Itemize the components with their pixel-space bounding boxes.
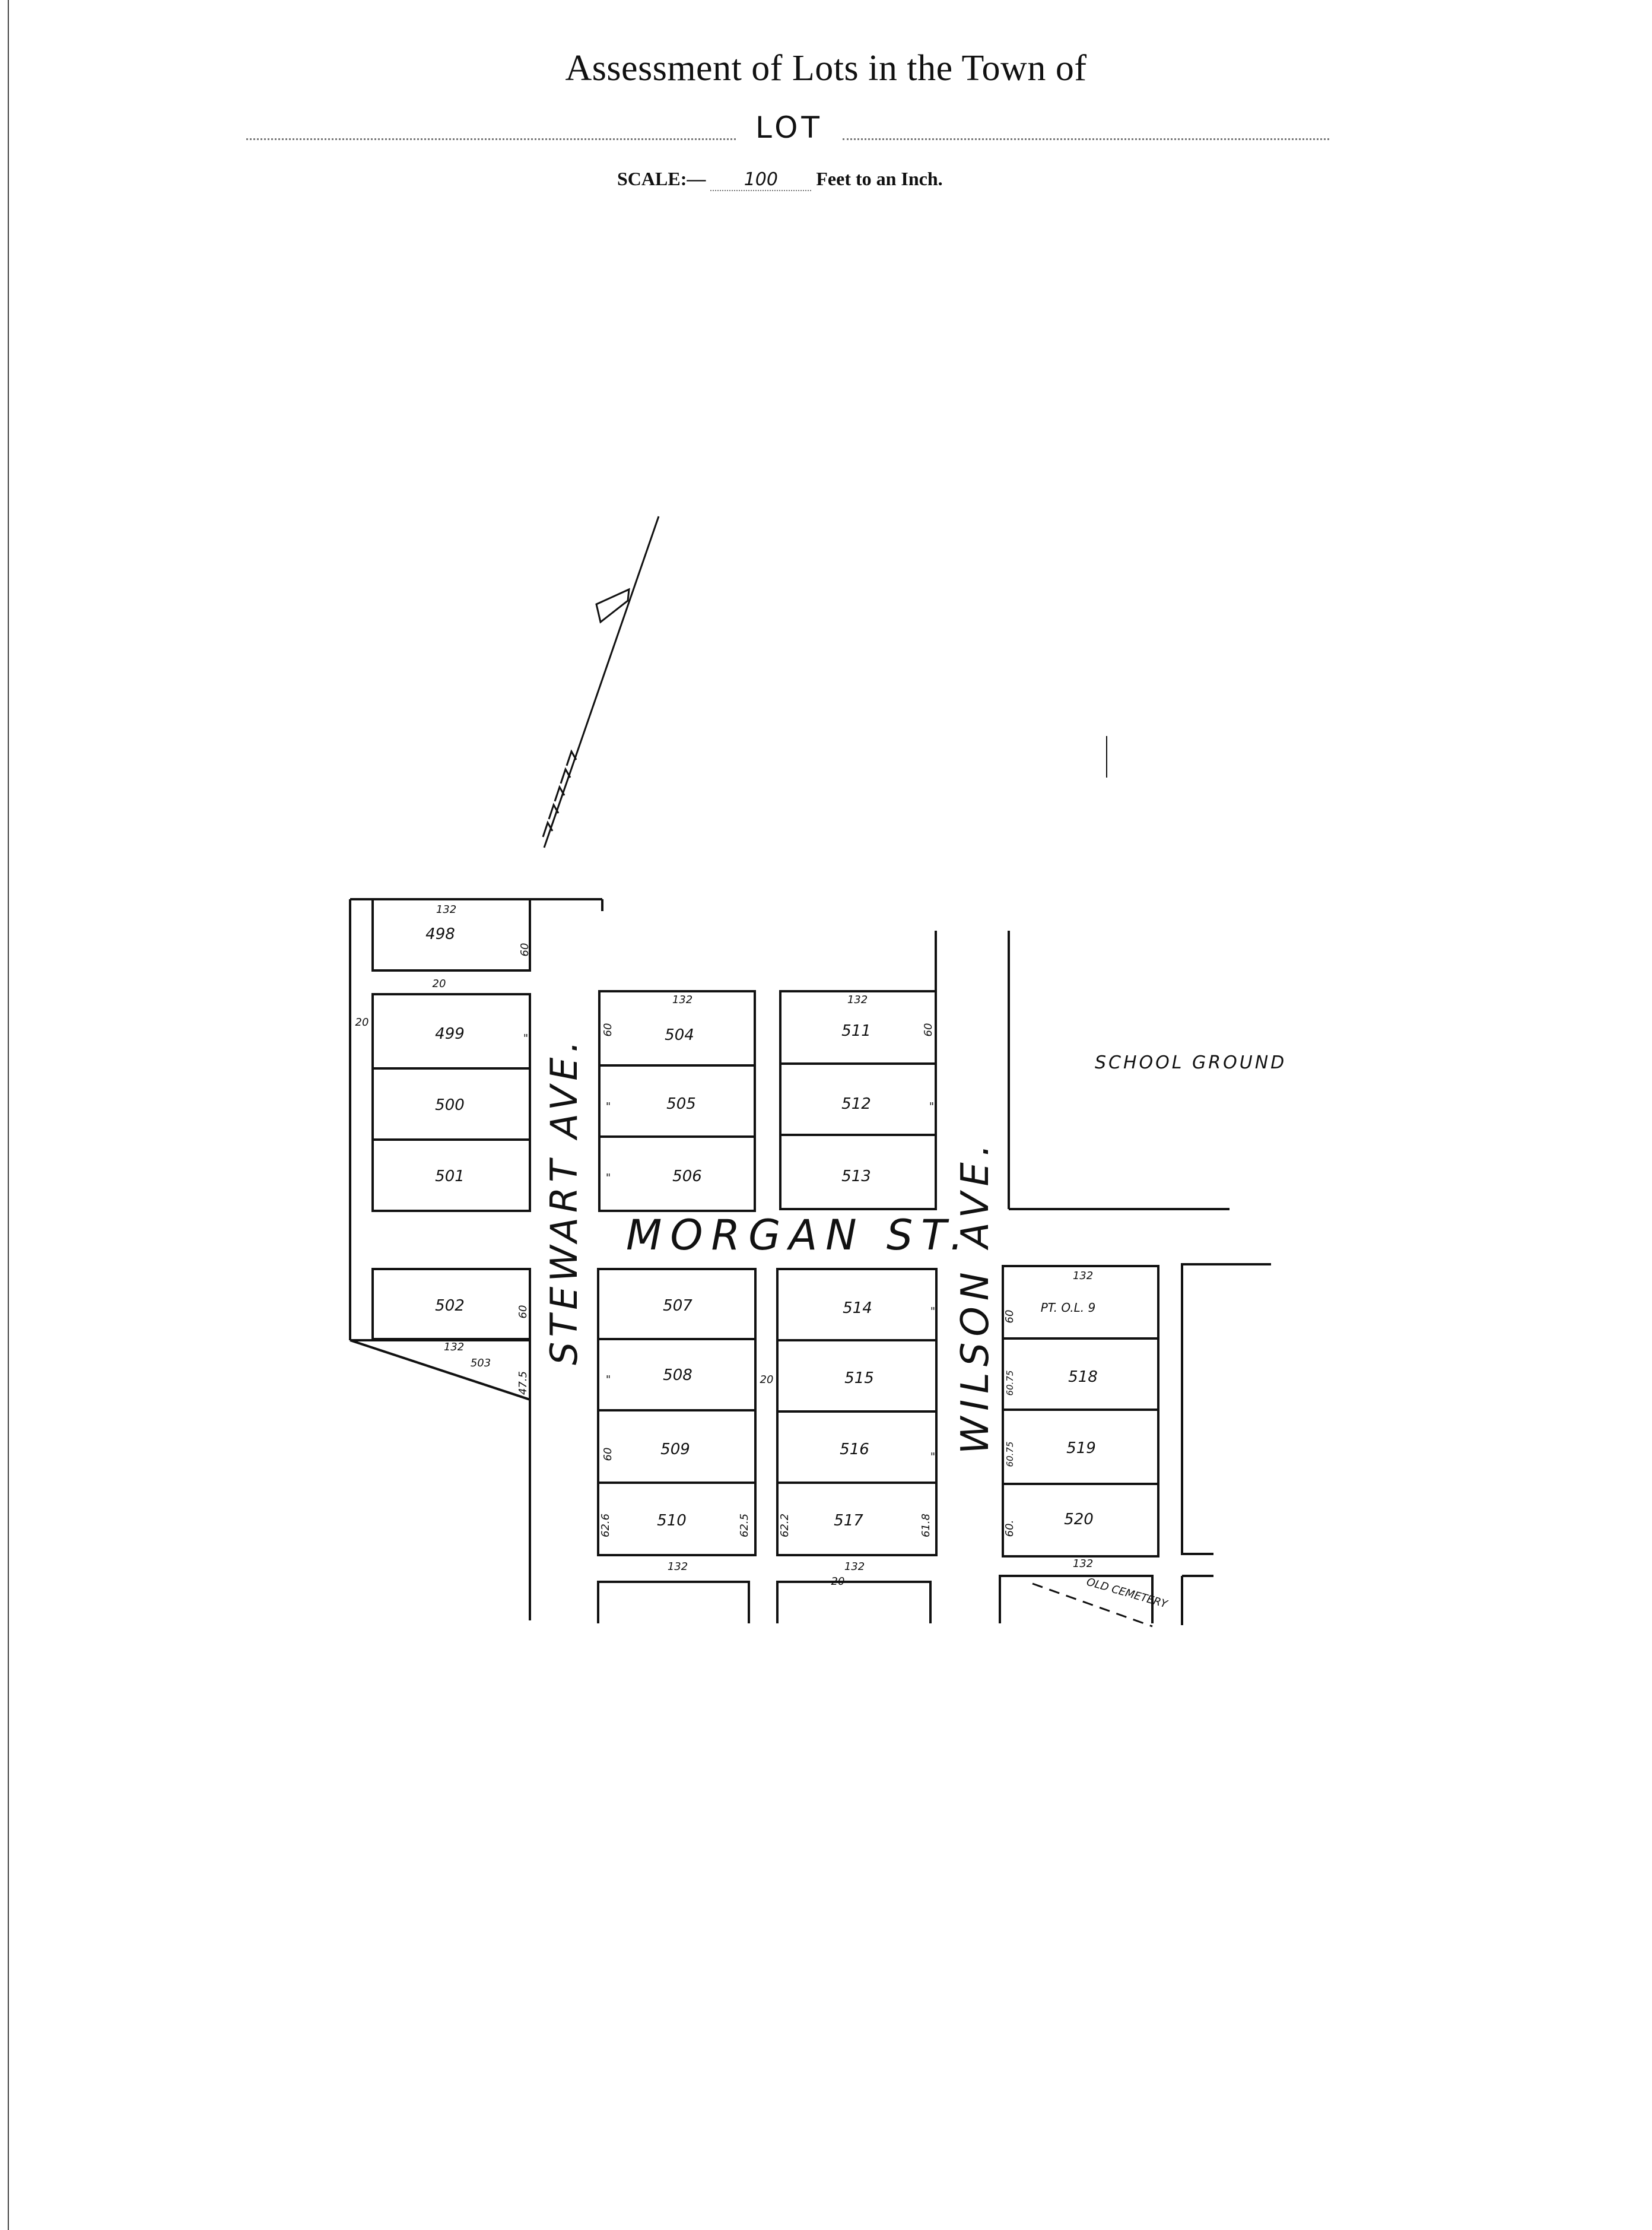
south-block-stub-1 — [597, 1581, 750, 1623]
dim-alley-side: 20 — [355, 1016, 369, 1029]
dim-ptol9-depth: 60 — [1003, 1310, 1016, 1324]
wilson-ave-label: WILSON AVE. — [954, 1138, 997, 1454]
lot-510-number: 510 — [657, 1512, 687, 1530]
dim-520-depth: 60. — [1003, 1520, 1016, 1537]
dim-520-width: 132 — [1073, 1557, 1093, 1570]
lot-516-number: 516 — [840, 1441, 869, 1458]
lot-498-number: 498 — [425, 925, 455, 943]
scale-line: SCALE:— 100 Feet to an Inch. — [617, 168, 943, 191]
north-arrow-shaft — [543, 516, 660, 848]
dim-alley-width: 20 — [433, 978, 446, 990]
lot-underline-right — [843, 138, 1329, 140]
dim-511-depth: 60 — [922, 1023, 935, 1037]
lot-500-number: 500 — [435, 1096, 465, 1114]
dim-519-depth: 60.75 — [1005, 1442, 1015, 1467]
dim-510-left: 62.6 — [599, 1514, 612, 1537]
dim-510-width: 132 — [668, 1560, 688, 1573]
lot-503-outline — [350, 1339, 531, 1401]
lot-502-number: 502 — [435, 1297, 465, 1315]
south-block-stub-3 — [999, 1575, 1154, 1623]
north-arrow-head — [595, 588, 630, 624]
lot-519-number: 519 — [1066, 1439, 1096, 1457]
dim-498-depth: 60 — [519, 943, 531, 957]
lot-501-outline — [371, 1138, 531, 1212]
dim-mid-alley: 20 — [760, 1373, 774, 1386]
dim-510-right: 62.5 — [738, 1514, 751, 1537]
lot-520-outline — [1002, 1483, 1159, 1557]
dim-517-left: 62.2 — [779, 1514, 791, 1537]
dim-504-depth: 60 — [602, 1023, 614, 1037]
lot-512-number: 512 — [841, 1095, 871, 1113]
lot-504-number: 504 — [665, 1026, 694, 1044]
page-title: Assessment of Lots in the Town of — [565, 48, 1087, 88]
dim-506-ditto: " — [606, 1172, 611, 1184]
lot-506-number: 506 — [672, 1168, 702, 1185]
dim-511-width: 132 — [847, 994, 868, 1006]
lot-499-number: 499 — [435, 1025, 465, 1043]
dim-502-depth: 60 — [517, 1305, 529, 1319]
dim-516-ditto: " — [930, 1451, 935, 1463]
south-block-stub-2 — [776, 1581, 932, 1623]
morgan-st-label: MORGAN ST. — [626, 1211, 971, 1260]
dim-504-width: 132 — [672, 994, 692, 1006]
lot-509-number: 509 — [660, 1441, 690, 1458]
lot-ptol9-label: PT. O.L. 9 — [1041, 1300, 1096, 1315]
lot-510-outline — [597, 1482, 757, 1556]
dim-509-depth: 60 — [602, 1448, 614, 1461]
lot-520-number: 520 — [1064, 1511, 1094, 1528]
stewart-ave-label: STEWART AVE. — [542, 1036, 586, 1365]
lot-503-number: 503 — [471, 1357, 491, 1369]
dim-503-width: 132 — [444, 1341, 464, 1353]
scale-value: 100 — [710, 169, 812, 191]
dim-south-alley: 20 — [831, 1575, 845, 1588]
scale-prefix: SCALE:— — [617, 168, 706, 189]
dim-499-ditto: " — [523, 1032, 528, 1045]
dim-517-right: 61.8 — [920, 1514, 932, 1537]
lot-501-number: 501 — [435, 1168, 465, 1185]
dim-518-depth: 60.75 — [1005, 1371, 1015, 1396]
lot-513-number: 513 — [841, 1168, 871, 1185]
lot-508-number: 508 — [663, 1366, 692, 1384]
dim-498-width: 132 — [436, 903, 456, 916]
lot-515-number: 515 — [844, 1369, 874, 1387]
lot-513-outline — [779, 1134, 937, 1210]
dim-508-ditto: " — [606, 1373, 611, 1386]
lot-label: LOT — [755, 110, 823, 145]
east-block-outline — [1181, 1263, 1271, 1555]
cemetery-dashed-line — [1032, 1582, 1153, 1628]
dim-503-depth: 47.5 — [517, 1371, 529, 1395]
dim-ptol9-width: 132 — [1073, 1270, 1093, 1282]
dim-512-ditto: " — [929, 1100, 934, 1113]
lot-517-outline — [776, 1482, 938, 1556]
lot-517-number: 517 — [834, 1512, 863, 1530]
dim-505-ditto: " — [606, 1100, 611, 1113]
lot-518-number: 518 — [1068, 1368, 1098, 1386]
lot-511-number: 511 — [841, 1022, 871, 1040]
lot-506-outline — [598, 1135, 756, 1212]
old-cemetery-label: OLD CEMETERY — [1085, 1576, 1170, 1611]
dim-514-ditto: " — [930, 1305, 935, 1318]
scale-suffix: Feet to an Inch. — [816, 168, 943, 189]
lot-505-number: 505 — [666, 1095, 696, 1113]
lot-underline-left — [246, 138, 736, 140]
north-arrow-feather — [542, 749, 577, 838]
lot-514-number: 514 — [843, 1299, 872, 1317]
school-ground-label: SCHOOL GROUND — [1095, 1052, 1286, 1073]
dim-517-width: 132 — [844, 1560, 865, 1573]
lot-498-outline — [371, 898, 531, 972]
lot-507-number: 507 — [663, 1297, 692, 1315]
